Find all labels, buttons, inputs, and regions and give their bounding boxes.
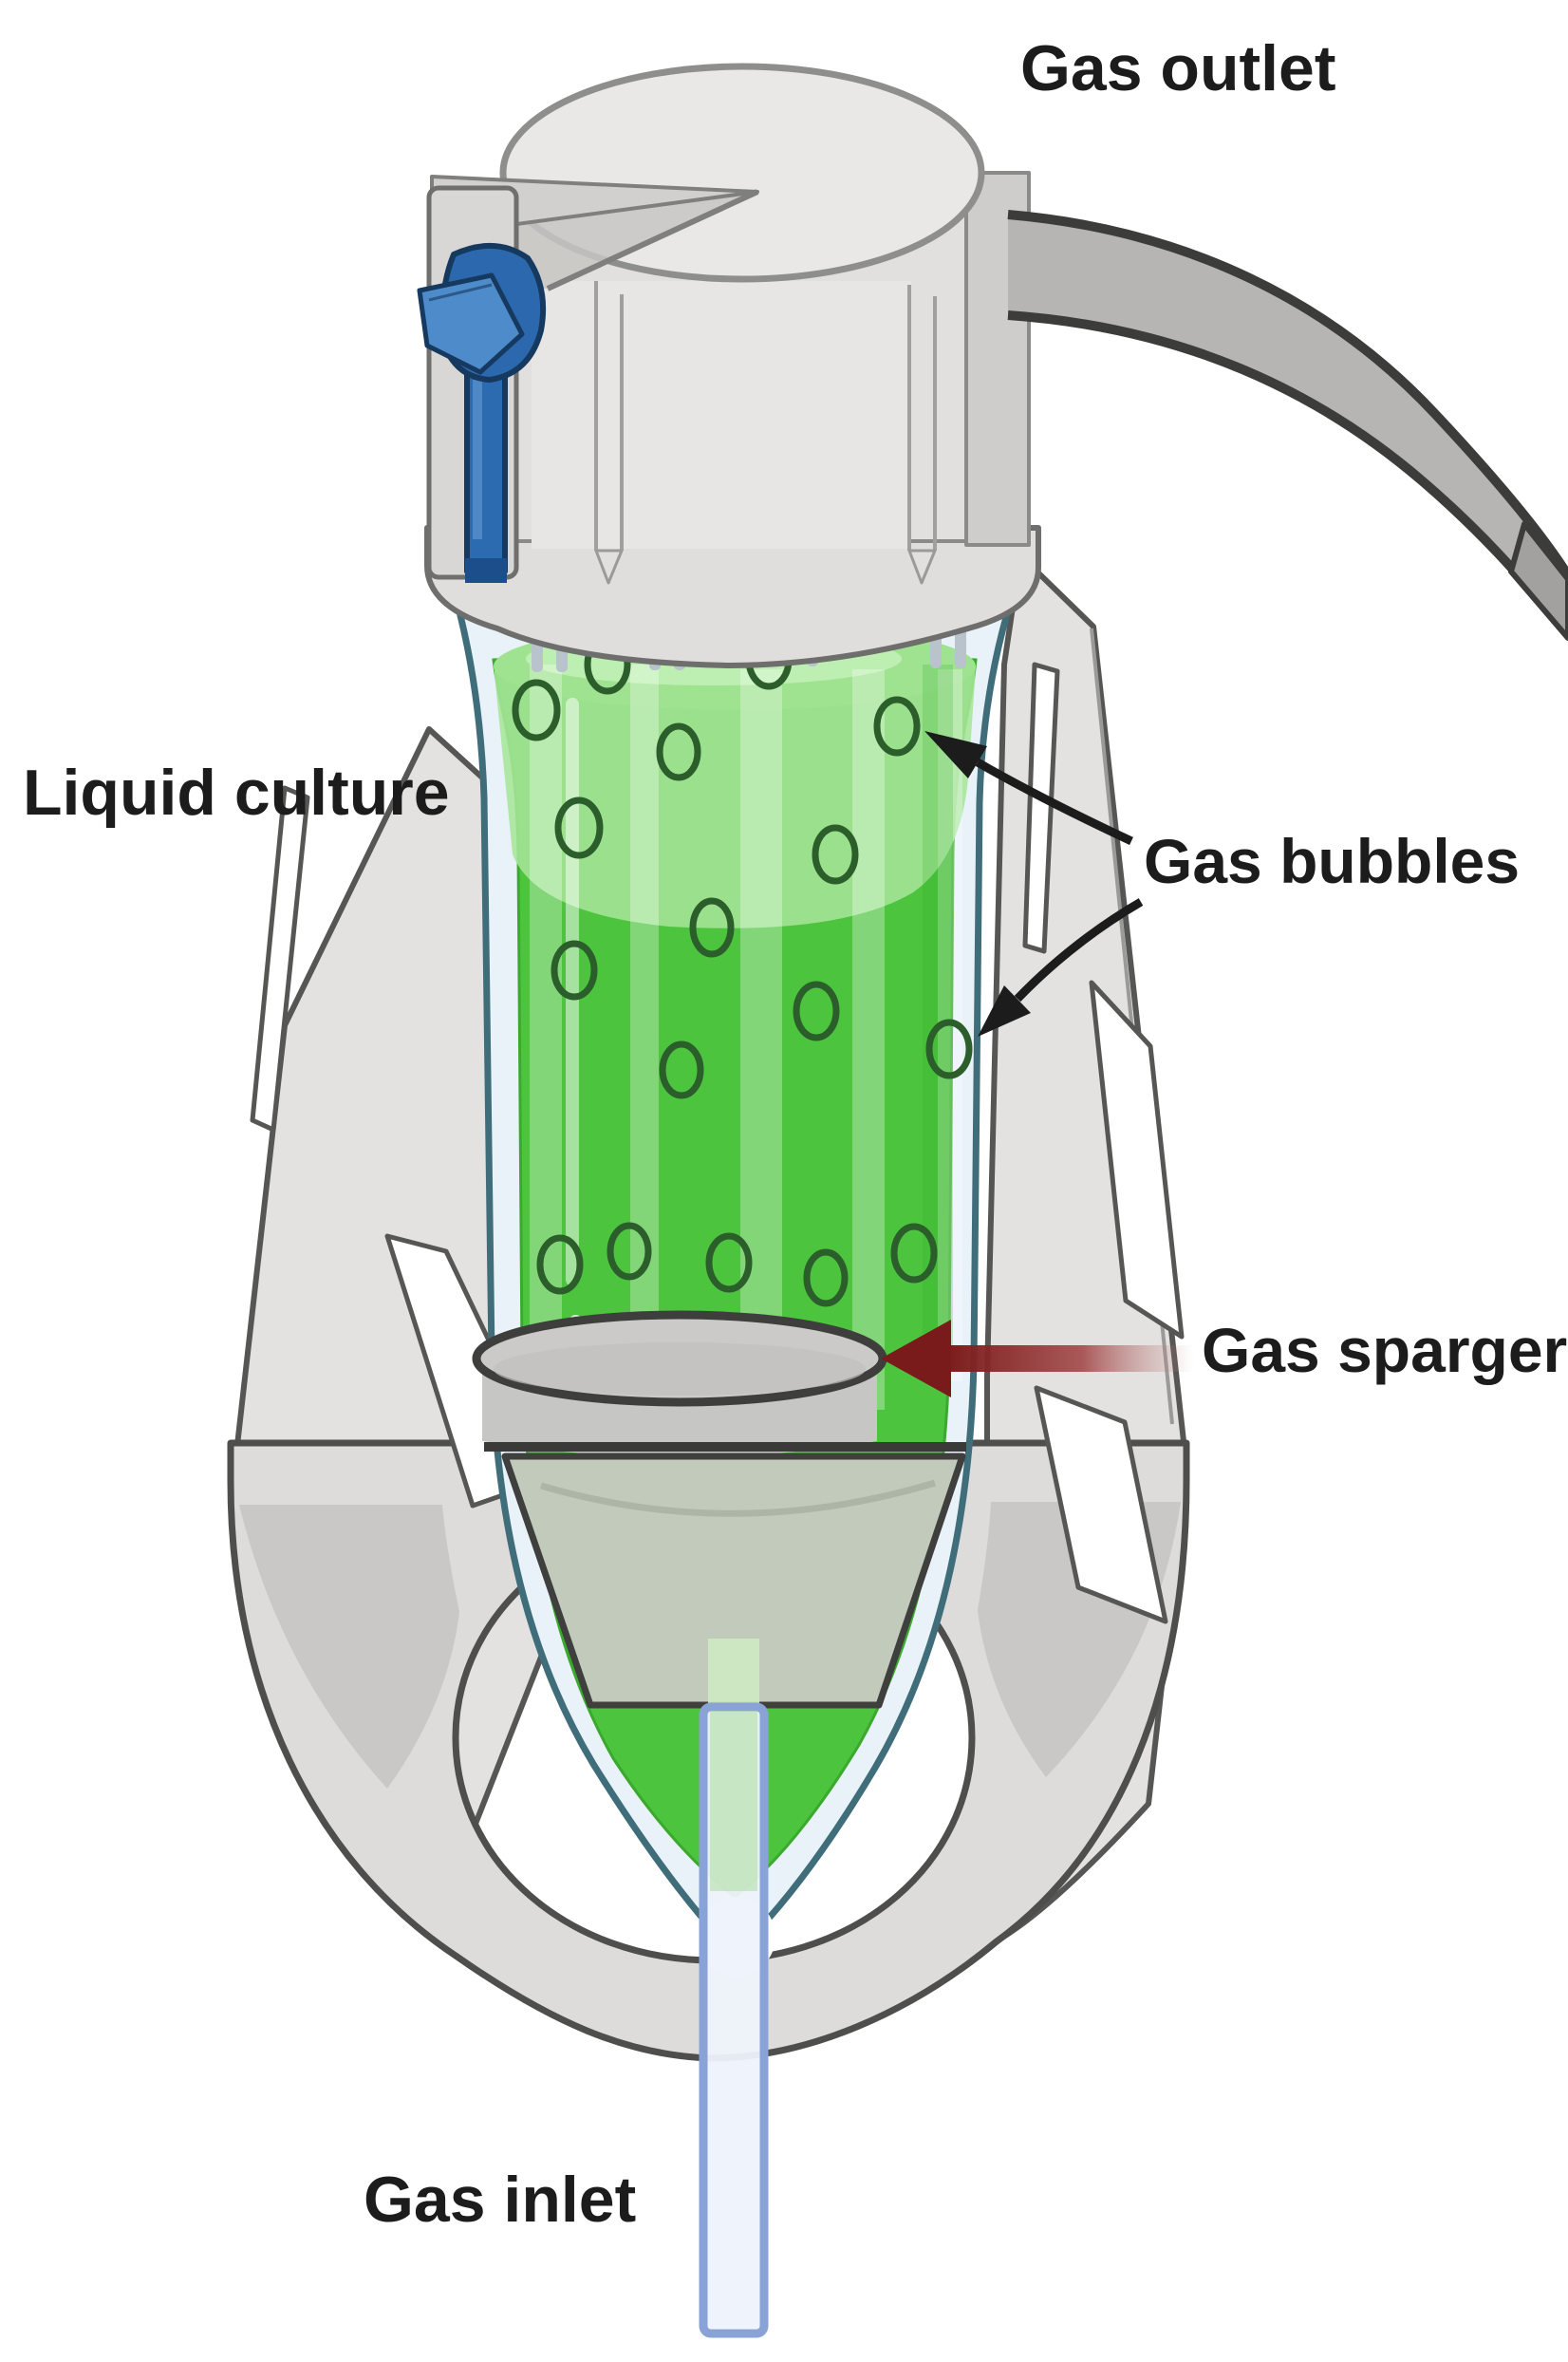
gas-bubble xyxy=(659,1040,704,1099)
label-gas-sparger: Gas sparger xyxy=(1202,1315,1567,1385)
gas-bubble xyxy=(793,981,840,1041)
gas-sparger-assembly xyxy=(472,1310,966,1709)
arrow-to-bubble-upper xyxy=(975,759,1133,846)
liquid-stripes xyxy=(530,665,962,1429)
sparger-arrow-shaft xyxy=(945,1345,1194,1372)
cap-skirt xyxy=(424,525,1041,668)
stand-base-top-face-left xyxy=(239,1505,459,1789)
gas-bubble xyxy=(551,940,598,1001)
gas-bubble xyxy=(873,696,921,757)
gas-inlet-tube xyxy=(696,1639,775,2338)
label-gas-outlet: Gas outlet xyxy=(1020,32,1336,104)
arrow-to-bubble-lower xyxy=(1014,898,1144,1003)
gas-bubble xyxy=(812,824,859,885)
gas-bubble xyxy=(803,1248,849,1307)
gas-bubble xyxy=(656,722,701,781)
gas-bubble xyxy=(925,1019,973,1079)
label-gas-inlet: Gas inlet xyxy=(364,2164,636,2236)
stand-cutout-right-lower xyxy=(1034,1385,1168,1624)
cap-flutes xyxy=(594,281,937,551)
gas-bubble xyxy=(607,1222,652,1281)
sparger-funnel xyxy=(501,1453,966,1709)
stand-cutout-left-upper xyxy=(250,785,310,1133)
valve-handle xyxy=(417,272,525,375)
label-liquid-culture: Liquid culture xyxy=(23,757,450,829)
stand-cutout-right-upper xyxy=(1022,662,1060,954)
outlet-tube-end xyxy=(1508,521,1568,641)
gas-bubble xyxy=(705,1232,753,1293)
gas-bubble xyxy=(536,1234,584,1295)
arrowhead-lower xyxy=(978,985,1031,1037)
gas-bubble xyxy=(689,897,735,958)
vent-valve xyxy=(417,243,547,583)
arrowhead-upper xyxy=(924,731,987,778)
stand xyxy=(227,553,1190,2062)
stand-cutout-right-mid xyxy=(1089,980,1185,1340)
gas-bubble xyxy=(554,797,604,859)
gas-bubble xyxy=(890,1223,938,1284)
gas-bubble xyxy=(512,679,561,741)
label-gas-bubbles: Gas bubbles xyxy=(1144,826,1520,896)
gas-outlet-tube xyxy=(1008,215,1568,634)
vessel-cap xyxy=(417,63,1568,668)
sparger-arrowhead xyxy=(881,1320,951,1397)
annotations xyxy=(881,731,1194,1397)
